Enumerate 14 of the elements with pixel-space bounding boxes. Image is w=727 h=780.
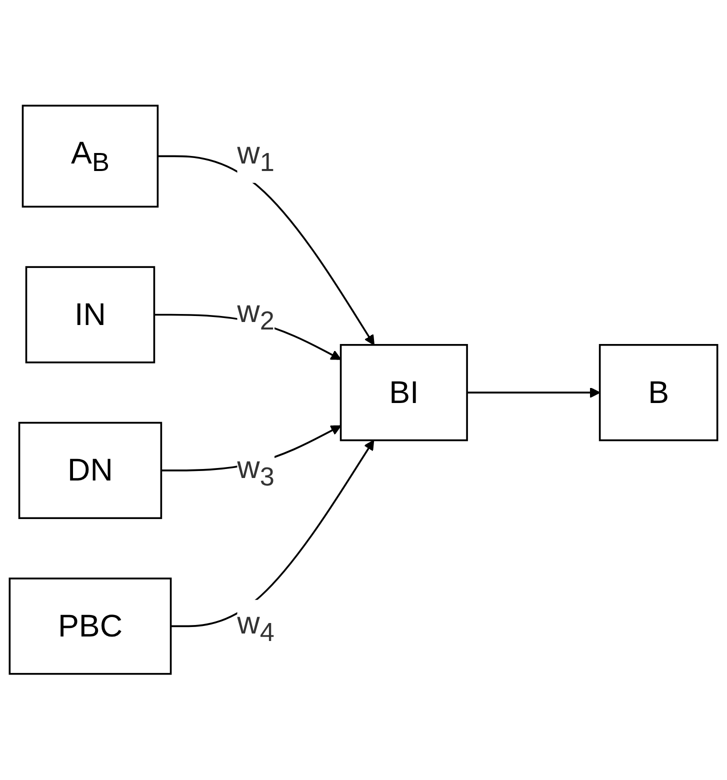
flowchart-drawing: w$_{1}$ w$_{2}$ w$_{3}$ w$_{4}$ A$_{B}$ IN DN PBC BI B bbox=[0, 96, 727, 684]
node-box bbox=[22, 104, 159, 208]
edge-label: w$_{1}$ bbox=[237, 134, 274, 178]
arrow bbox=[170, 440, 374, 628]
node-box bbox=[340, 344, 468, 442]
edge-label: w$_{2}$ bbox=[237, 293, 274, 336]
node-box bbox=[25, 266, 156, 364]
node-box bbox=[598, 344, 718, 442]
node-box bbox=[8, 578, 172, 675]
arrow bbox=[158, 156, 375, 346]
arrow bbox=[467, 388, 600, 398]
edge-label: w$_{4}$ bbox=[237, 604, 274, 648]
node-box bbox=[18, 422, 162, 520]
edge-label: w$_{3}$ bbox=[237, 449, 274, 492]
